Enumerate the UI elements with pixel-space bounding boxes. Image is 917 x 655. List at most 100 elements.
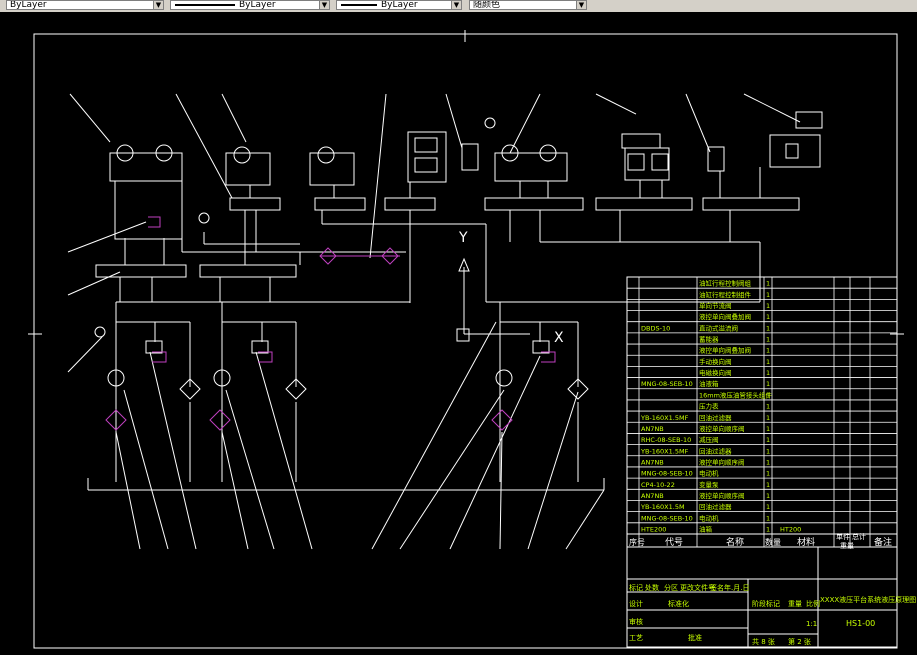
table-cell-name: 回油过滤器	[699, 502, 732, 511]
magenta-symbols	[105, 216, 556, 431]
table-cell-qty: 1	[766, 336, 770, 344]
table-cell-code: CP4-10-22	[641, 481, 675, 489]
table-cell-name: 液控单向顺序阀	[699, 491, 745, 500]
lineweight-combo-value: ByLayer	[381, 0, 418, 10]
table-cell-name: 回油过滤器	[699, 413, 732, 422]
table-cell-qty: 1	[766, 369, 770, 377]
header-material: 材料	[797, 536, 815, 548]
header-code: 代号	[665, 537, 683, 548]
plotstyle-combo[interactable]: 随颜色 ▼	[469, 0, 587, 10]
arrow-up-icon	[458, 257, 470, 272]
table-cell-name: 16mm液压油管接头组件	[699, 390, 772, 399]
table-cell-qty: 1	[766, 514, 770, 522]
table-cell-qty: 1	[766, 481, 770, 489]
chevron-down-icon[interactable]: ▼	[153, 1, 163, 9]
label-design: 设计	[629, 599, 643, 608]
oil-tank	[87, 478, 605, 491]
chevron-down-icon[interactable]: ▼	[319, 1, 329, 9]
label-y: Y	[458, 230, 468, 246]
color-combo[interactable]: ByLayer ▼	[6, 0, 164, 10]
table-cell-name: 电磁换向阀	[699, 368, 732, 377]
pump-units	[94, 117, 589, 400]
table-cell-name: 油液箱	[699, 379, 719, 388]
table-cell-name: 液控单向顺序阀	[699, 424, 745, 433]
table-cell-name: 单向节流阀	[699, 301, 732, 310]
table-cell-code: MNG-08-SEB-10	[641, 514, 693, 522]
label-change-doc: 更改文件号	[680, 583, 715, 592]
directional-valve-row-lower	[95, 264, 297, 278]
table-cell-name: 变量泵	[699, 480, 719, 489]
table-cell-code: AN7NB	[641, 425, 664, 433]
header-seq: 序号	[629, 537, 645, 547]
drawing-code: HS1-00	[846, 619, 875, 628]
label-standard: 标准化	[668, 599, 689, 608]
table-cell-name: 电动机	[699, 469, 719, 478]
actuator-group-top	[109, 111, 823, 186]
plotstyle-combo-value: 随颜色	[473, 0, 501, 10]
table-cell-name: 减压阀	[699, 435, 719, 444]
table-cell-code: YB-160X1.5MF	[640, 414, 689, 422]
header-remark: 备注	[874, 536, 892, 548]
table-cell-code: AN7NB	[641, 458, 664, 466]
table-cell-name: 回油过滤器	[699, 446, 732, 455]
table-cell-qty: 1	[766, 302, 770, 310]
linetype-swatch	[175, 3, 235, 6]
table-cell-name: 蓄能器	[699, 335, 719, 344]
table-cell-name: 液控单向顺序阀	[699, 457, 745, 466]
table-cell-code: YB-160X1.5MF	[640, 447, 689, 455]
lineweight-swatch	[341, 3, 377, 6]
leader-lines	[67, 93, 801, 550]
table-cell-qty: 1	[766, 458, 770, 466]
table-cell-qty: 1	[766, 492, 770, 500]
table-cell-qty: 1	[766, 470, 770, 478]
label-process: 工艺	[629, 634, 643, 642]
label-x: X	[554, 330, 564, 346]
label-date: 年.月.日	[724, 583, 749, 592]
header-qty: 数量	[765, 537, 781, 547]
table-cell-qty: 1	[766, 358, 770, 366]
label-approve: 批准	[688, 633, 702, 642]
linetype-combo-value: ByLayer	[239, 0, 276, 10]
table-cell-code: HTE200	[641, 526, 666, 534]
table-cell-code: DBDS-10	[641, 324, 670, 332]
table-cell-qty: 1	[766, 291, 770, 299]
drawing-title: XXXX液压平台系统液压原理图	[820, 595, 916, 604]
sheet-total: 共 8 张	[752, 637, 775, 646]
label-mark: 标记	[629, 583, 643, 592]
label-weight: 重量	[788, 600, 802, 608]
label-sign: 签名	[710, 583, 724, 592]
table-cell-qty: 1	[766, 280, 770, 288]
table-cell-qty: 1	[766, 503, 770, 511]
header-weight: 重量	[840, 542, 854, 550]
label-zone: 分区	[664, 583, 678, 592]
table-cell-name: 液控单向阀叠加阀	[699, 312, 751, 321]
lineweight-combo[interactable]: ByLayer ▼	[336, 0, 462, 10]
table-cell-code: YB-160X1.5M	[640, 503, 685, 511]
hydraulic-lines	[114, 167, 761, 482]
table-cell-qty: 1	[766, 425, 770, 433]
table-cell-name: 压力表	[699, 402, 719, 411]
table-cell-name: 油缸行程控制阀组	[699, 279, 752, 288]
table-cell-qty: 1	[766, 526, 770, 534]
table-cell-qty: 1	[766, 414, 770, 422]
header-total: 总计	[852, 532, 866, 541]
table-cell-code: MNG-08-SEB-10	[641, 470, 693, 478]
table-cell-qty: 1	[766, 324, 770, 332]
chevron-down-icon[interactable]: ▼	[576, 1, 586, 9]
table-cell-name: 电动机	[699, 513, 719, 522]
linetype-combo[interactable]: ByLayer ▼	[170, 0, 330, 10]
table-cell-qty: 1	[766, 347, 770, 355]
table-cell-name: 油缸行程控制组件	[699, 290, 752, 299]
title-block: 标记 处数 分区 更改文件号 签名 年.月.日 设计 标准化 审核 工艺 批准 …	[626, 546, 916, 648]
label-scale: 比例	[806, 599, 820, 608]
chevron-down-icon[interactable]: ▼	[451, 1, 461, 9]
header-name: 名称	[726, 536, 744, 548]
table-cell-name: 液控单向阀叠加阀	[699, 346, 751, 355]
table-cell-code: MNG-08-SEB-10	[641, 380, 693, 388]
label-count: 处数	[645, 583, 659, 592]
table-cell-name: 油箱	[699, 525, 713, 534]
table-cell-code: RHC-08-SEB-10	[641, 436, 691, 444]
label-review: 审核	[629, 617, 643, 626]
